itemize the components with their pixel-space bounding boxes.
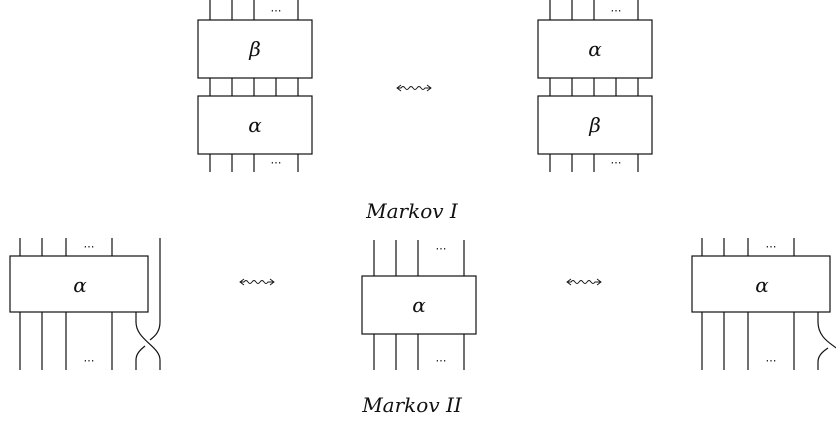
braid-box-alpha xyxy=(361,275,477,335)
strand-ellipsis: ⋯ xyxy=(766,240,777,253)
braid-box-alpha xyxy=(197,95,313,155)
braid-box-alpha xyxy=(691,255,831,313)
markov-2-right-braid: ⋯ ⋯ α xyxy=(691,238,836,370)
alpha-label: α xyxy=(755,273,769,297)
strand-ellipsis: ⋯ xyxy=(611,156,622,169)
strand-ellipsis: ⋯ xyxy=(766,354,777,367)
markov-2-left-braid: ⋯ ⋯ α xyxy=(9,238,161,370)
crossing-strand-under xyxy=(817,347,829,370)
markov-1-left-braid: ⋯ ⋯ β α xyxy=(197,0,313,172)
strand-ellipsis: ⋯ xyxy=(271,156,282,169)
crossing-strand-over xyxy=(817,312,836,349)
markov-2-caption: Markov II xyxy=(361,393,463,417)
markov-1-right-braid: ⋯ ⋯ α β xyxy=(537,0,653,172)
beta-label: β xyxy=(588,113,601,137)
strand-ellipsis: ⋯ xyxy=(84,240,95,253)
braid-box-beta xyxy=(197,19,313,79)
strand-ellipsis: ⋯ xyxy=(84,354,95,367)
beta-label: β xyxy=(248,37,261,61)
markov-1-caption: Markov I xyxy=(365,199,459,223)
crossing-strand-under xyxy=(149,321,161,341)
markov-1-equivalence-arrow xyxy=(396,84,432,92)
crossing-strand-under xyxy=(135,345,146,370)
alpha-label: α xyxy=(248,113,262,137)
alpha-label: α xyxy=(73,273,87,297)
markov-2-middle-braid: ⋯ ⋯ α xyxy=(361,240,477,370)
alpha-label: α xyxy=(588,37,602,61)
crossing-strand-over xyxy=(135,312,161,370)
strand-ellipsis: ⋯ xyxy=(271,4,282,17)
markov-2-left-equivalence-arrow xyxy=(239,278,275,286)
markov-2-right-equivalence-arrow xyxy=(566,278,602,286)
alpha-label: α xyxy=(412,293,426,317)
braid-box-alpha xyxy=(537,19,653,79)
braid-box-alpha xyxy=(9,255,149,313)
strand-ellipsis: ⋯ xyxy=(436,242,447,255)
strand-ellipsis: ⋯ xyxy=(611,4,622,17)
braid-box-beta xyxy=(537,95,653,155)
strand-ellipsis: ⋯ xyxy=(436,354,447,367)
